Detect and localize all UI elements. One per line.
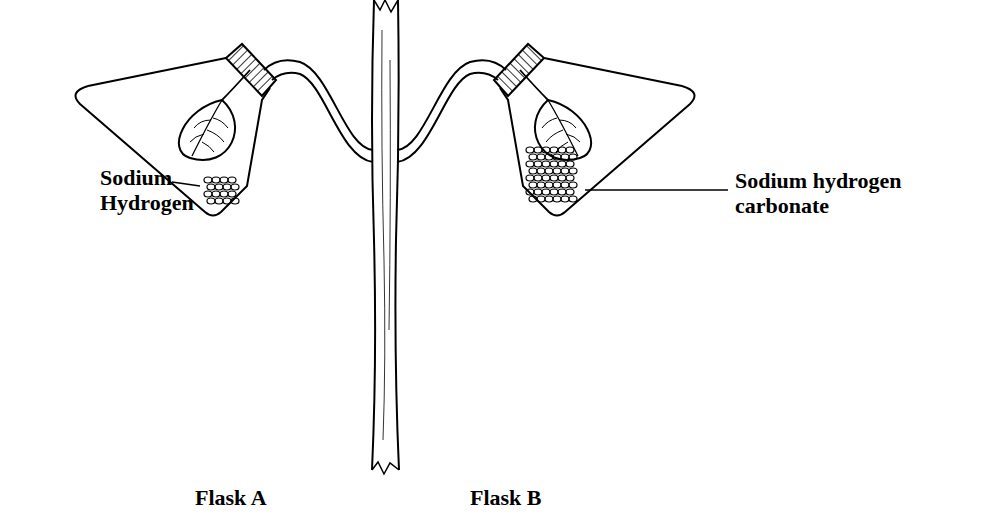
granule: [569, 168, 577, 174]
granule: [553, 182, 561, 188]
granule: [569, 196, 577, 202]
granule: [561, 168, 569, 174]
granule: [212, 191, 220, 197]
granule: [526, 175, 534, 181]
granule: [220, 191, 228, 197]
granule: [542, 189, 550, 195]
granule: [566, 147, 574, 153]
granule: [545, 168, 553, 174]
granule: [529, 154, 537, 160]
granule: [558, 147, 566, 153]
granule: [228, 177, 236, 183]
granule: [529, 182, 537, 188]
granule: [220, 177, 228, 183]
granule: [223, 184, 231, 190]
reagent-label: Sodium hydrogen carbonate: [735, 168, 935, 218]
granule: [526, 147, 534, 153]
granule: [207, 198, 215, 204]
granule: [542, 147, 550, 153]
granule: [537, 182, 545, 188]
granule: [228, 191, 236, 197]
granule: [561, 182, 569, 188]
granule: [545, 154, 553, 160]
granule: [566, 189, 574, 195]
granule: [204, 191, 212, 197]
flask-label: Flask A: [195, 485, 335, 510]
granule: [558, 189, 566, 195]
granule: [545, 182, 553, 188]
granule: [550, 147, 558, 153]
granule: [534, 175, 542, 181]
granule: [212, 177, 220, 183]
granule: [537, 168, 545, 174]
granule: [207, 184, 215, 190]
granule: [566, 175, 574, 181]
granule: [534, 189, 542, 195]
reagent-label: Sodium Hydrogen: [100, 165, 205, 215]
granule: [553, 196, 561, 202]
granule: [550, 175, 558, 181]
flask-label: Flask B: [470, 485, 610, 510]
granule: [231, 184, 239, 190]
granule: [542, 175, 550, 181]
granule: [558, 175, 566, 181]
granule: [569, 154, 577, 160]
granule: [526, 189, 534, 195]
granule: [215, 198, 223, 204]
granule: [534, 147, 542, 153]
granule: [553, 168, 561, 174]
granule: [215, 184, 223, 190]
granule: [537, 196, 545, 202]
granule: [534, 161, 542, 167]
granule: [529, 168, 537, 174]
granule: [569, 182, 577, 188]
granule: [537, 154, 545, 160]
granule: [204, 177, 212, 183]
granule: [566, 161, 574, 167]
granule: [542, 161, 550, 167]
granule: [526, 161, 534, 167]
granule: [561, 154, 569, 160]
granule: [550, 161, 558, 167]
granule: [545, 196, 553, 202]
granule: [529, 196, 537, 202]
granule: [550, 189, 558, 195]
granule: [558, 161, 566, 167]
granule: [553, 154, 561, 160]
granule: [223, 198, 231, 204]
granule: [231, 198, 239, 204]
granule: [561, 196, 569, 202]
